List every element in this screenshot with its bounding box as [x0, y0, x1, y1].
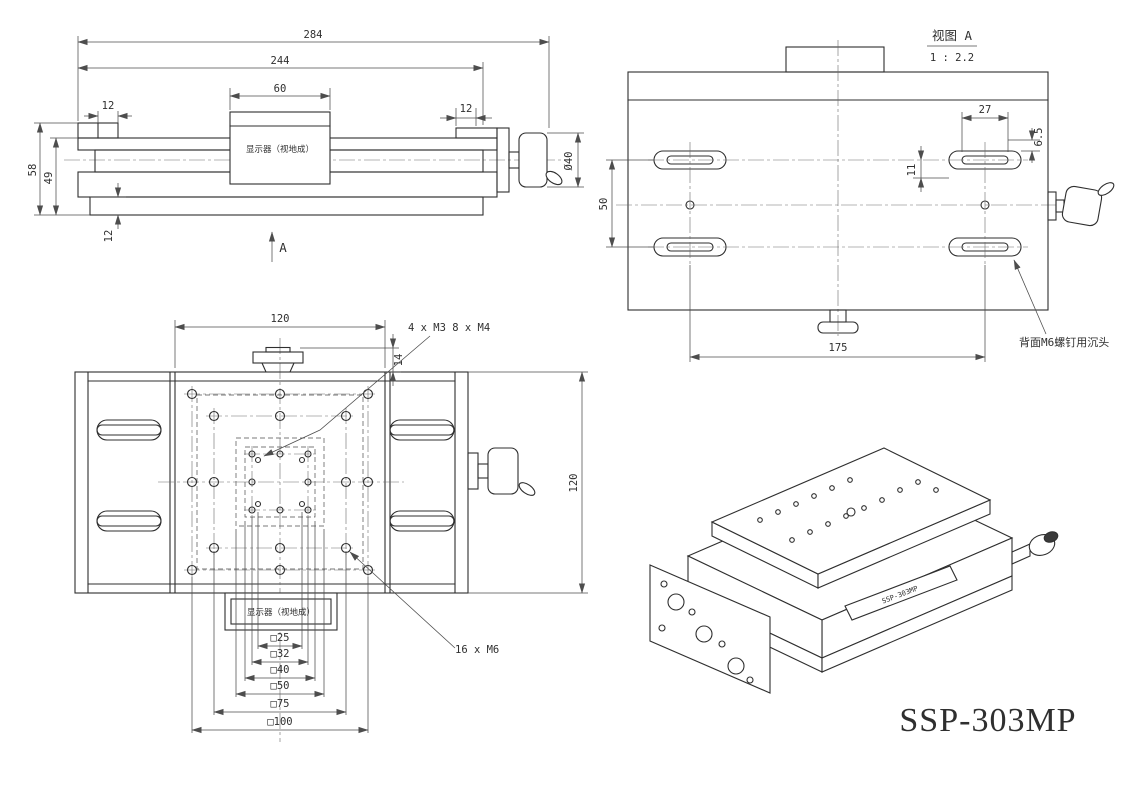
back-view-scale: 1 : 2.2	[930, 52, 974, 64]
plan-m6-holes	[186, 388, 374, 576]
dim-12-bottom: 12	[103, 230, 115, 243]
dim-244: 244	[271, 55, 290, 67]
front-display-block-label: 显示器（视地成）	[246, 144, 314, 155]
callout-m6-leader	[349, 551, 456, 649]
back-view-title-label: 视图 A	[932, 28, 973, 43]
dim-12-left: 12	[102, 100, 115, 112]
dim-12-right: 12	[460, 103, 473, 115]
view-a-arrow-label: A	[279, 240, 287, 255]
model-title: SSP-303MP	[899, 702, 1076, 739]
plan-slot-bottom-left	[96, 510, 162, 532]
iso-top-plate	[710, 447, 992, 589]
plan-dimensions: 120 14 120 □25 □32 □40	[174, 313, 588, 734]
front-display-block	[229, 111, 331, 185]
iso-top-plate-holes	[757, 477, 939, 543]
dim-284: 284	[304, 29, 323, 41]
back-dimensions: 27 11 6.5 50 175	[598, 104, 1047, 362]
iso-end-plate	[649, 564, 771, 694]
back-note-leader	[1013, 259, 1047, 335]
back-note: 背面M6螺钉用沉头	[1019, 335, 1109, 349]
back-knob	[1061, 185, 1103, 227]
plan-right-knob	[467, 447, 536, 496]
dim-175: 175	[829, 342, 848, 354]
back-stem-handle	[817, 321, 859, 334]
dim-58: 58	[27, 164, 39, 177]
plan-view: 120 14 120 □25 □32 □40	[74, 313, 588, 742]
front-view: 284 244 60 12 12 58 49	[27, 29, 584, 262]
iso-view: SSP-303MP	[649, 447, 1059, 694]
plan-slot-top-left	[96, 419, 162, 441]
plan-square-dim-0: □25	[271, 632, 290, 644]
dim-120-width: 120	[271, 313, 290, 325]
dim-14: 14	[393, 354, 405, 367]
front-knob-handle	[545, 170, 563, 186]
plan-slot-bottom-right	[389, 510, 455, 532]
plan-square-dim-1: □32	[271, 648, 290, 660]
plan-slot-top-right	[389, 419, 455, 441]
dim-49: 49	[43, 172, 55, 185]
plan-square-dim-2: □40	[271, 664, 290, 676]
back-view: 27 11 6.5 50 175 背面M6螺钉用沉头 视图 A 1	[598, 28, 1115, 362]
callout-m3-m4: 4 x M3 8 x M4	[408, 322, 490, 334]
plan-display-block	[224, 592, 338, 631]
plan-m4-holes	[248, 450, 312, 514]
callout-m3-m4-leader	[263, 335, 431, 457]
dim-27: 27	[979, 104, 992, 116]
plan-display-block-label: 显示器（视地成）	[247, 607, 315, 618]
dim-11: 11	[906, 164, 918, 177]
dim-120-height: 120	[568, 474, 580, 493]
plan-square-dim-3: □50	[271, 680, 290, 692]
plan-square-dim-4: □75	[271, 698, 290, 710]
front-part-outline	[64, 111, 572, 216]
front-knob	[518, 132, 548, 188]
front-dimensions: 284 244 60 12 12 58 49	[27, 29, 584, 262]
plan-m3-holes	[254, 456, 306, 508]
plan-square-dim-5: □100	[267, 716, 292, 728]
plan-top-knob	[252, 346, 304, 373]
dim-60: 60	[274, 83, 287, 95]
dim-6-5: 6.5	[1033, 128, 1045, 147]
dim-knob-diameter: Ø40	[563, 152, 575, 171]
iso-knob	[1011, 531, 1059, 565]
back-view-title: 视图 A 1 : 2.2	[927, 28, 977, 64]
back-part-outline	[616, 40, 1115, 336]
dim-50: 50	[598, 198, 610, 211]
plan-part-outline	[74, 338, 536, 742]
back-knob-handle	[1097, 182, 1115, 196]
callout-m6: 16 x M6	[455, 644, 499, 656]
